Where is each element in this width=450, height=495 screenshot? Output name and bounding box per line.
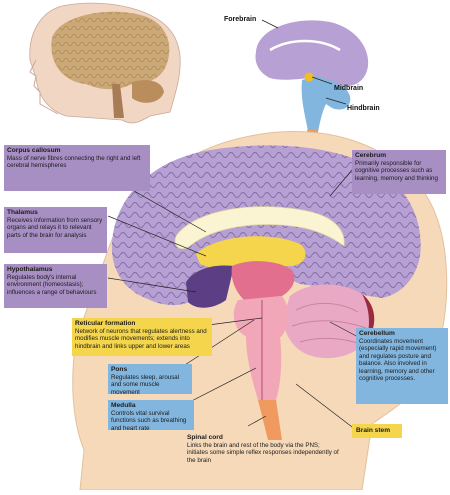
- lobes-inset: Forebrain Midbrain Hindbrain: [224, 16, 380, 144]
- cerebellum-desc: Coordinates movement (especially rapid m…: [359, 338, 437, 383]
- callout-corpus-callosum: Corpus callosum Mass of nerve fibres con…: [4, 145, 150, 191]
- callout-brain-stem: Brain stem: [352, 424, 402, 438]
- callout-hypothalamus: Hypothalamus Regulates body's internal e…: [4, 264, 107, 308]
- callout-spinal-cord: Spinal cord Links the brain and rest of …: [184, 432, 344, 472]
- corpus-callosum-title: Corpus callosum: [7, 147, 61, 154]
- medulla-desc: Controls vital survival functions such a…: [111, 410, 187, 432]
- thalamus-shape: [196, 236, 306, 269]
- medulla-title: Medulla: [111, 402, 136, 409]
- callout-thalamus: Thalamus Receives information from senso…: [4, 207, 107, 253]
- reticular-formation-desc: Network of neurons that regulates alertn…: [75, 328, 207, 350]
- inset-cerebellum: [132, 80, 164, 103]
- inset-face: [29, 59, 59, 115]
- label-forebrain: Forebrain: [224, 16, 256, 23]
- spinal-cord-title: Spinal cord: [187, 434, 223, 441]
- spinal-cord-desc: Links the brain and rest of the body via…: [187, 442, 339, 464]
- medulla-shape: [246, 336, 282, 400]
- callout-cerebellum: Cerebellum Coordinates movement (especia…: [356, 328, 448, 404]
- hypothalamus-desc: Regulates body's internal environment (h…: [7, 274, 97, 296]
- hypothalamus-title: Hypothalamus: [7, 266, 53, 273]
- callout-cerebrum: Cerebrum Primarily responsible for cogni…: [352, 150, 446, 194]
- thalamus-title: Thalamus: [7, 209, 38, 216]
- cerebrum-desc: Primarily responsible for cognitive proc…: [355, 160, 438, 182]
- hypothalamus-shape: [186, 265, 234, 308]
- corpus-callosum-shape: [174, 206, 345, 250]
- leader-lines: [93, 167, 361, 431]
- photo-inset: [29, 2, 181, 124]
- inset-forebrain-shape: [255, 20, 369, 87]
- thalamus-desc: Receives information from sensory organs…: [7, 217, 103, 239]
- callout-reticular-formation: Reticular formation Network of neurons t…: [72, 318, 212, 356]
- inset-hindbrain-shape: [301, 76, 351, 132]
- cerebellum-title: Cerebellum: [359, 330, 395, 337]
- reticular-formation-title: Reticular formation: [75, 320, 136, 327]
- pons-title: Pons: [111, 366, 128, 373]
- corpus-callosum-desc: Mass of nerve fibres connecting the righ…: [7, 155, 141, 170]
- callout-medulla: Medulla Controls vital survival function…: [108, 400, 194, 432]
- pons-desc: Regulates sleep, arousal and some muscle…: [111, 374, 180, 396]
- brain-stem-title: Brain stem: [356, 427, 391, 434]
- midbrain-shape: [231, 261, 295, 300]
- callout-pons: Pons Regulates sleep, arousal and some m…: [108, 364, 192, 396]
- cerebrum-title: Cerebrum: [355, 152, 387, 159]
- inset-stem: [112, 84, 124, 118]
- label-midbrain: Midbrain: [334, 85, 363, 92]
- spinal-cord-shape: [258, 400, 282, 440]
- inset-midbrain-dot: [304, 72, 314, 82]
- label-hindbrain: Hindbrain: [347, 105, 380, 112]
